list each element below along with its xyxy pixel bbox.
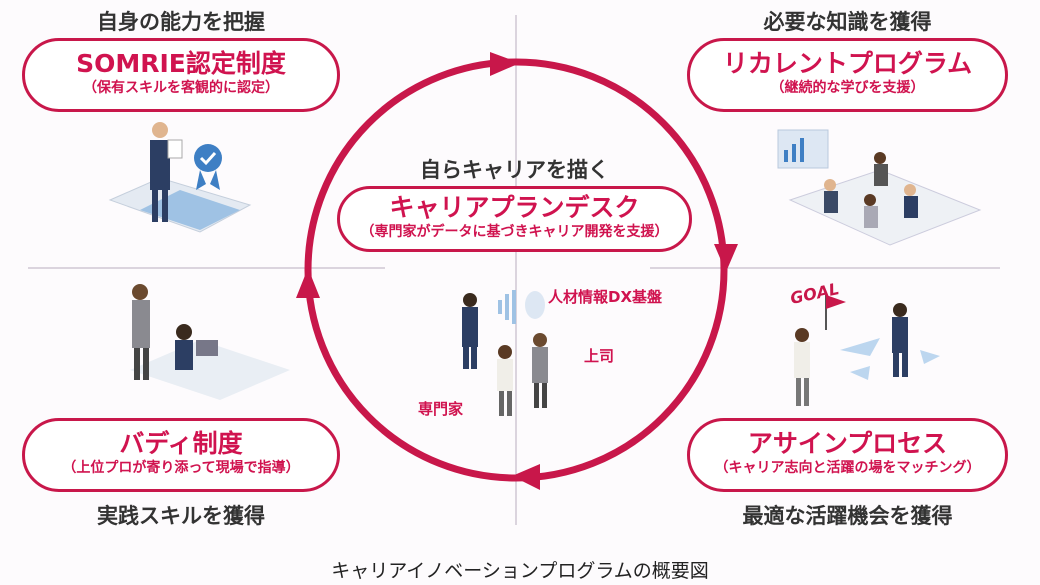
arrow-right-icon [490, 52, 520, 76]
recurrent-subtitle: （継続的な学びを支援） [770, 80, 925, 96]
arrow-up-icon [296, 268, 320, 298]
somrie-illustration [108, 122, 252, 233]
center-illustration [462, 290, 548, 416]
buddy-title: バディ制度 [119, 429, 243, 458]
assign-heading: 最適な活躍機会を獲得 [742, 504, 953, 528]
somrie-heading: 自身の能力を把握 [97, 10, 265, 34]
somrie-pill[interactable]: SOMRIE認定制度 （保有スキルを客観的に認定） [22, 38, 340, 112]
buddy-illustration [130, 284, 290, 400]
expert-label: 専門家 [418, 400, 464, 418]
assign-title: アサインプロセス [747, 429, 948, 458]
buddy-subtitle: （上位プロが寄り添って現場で指導） [62, 460, 300, 476]
boss-label: 上司 [584, 347, 615, 365]
career-desk-subtitle: （専門家がデータに基づきキャリア開発を支援） [360, 224, 669, 240]
career-desk-title: キャリアプランデスク [389, 193, 640, 222]
recurrent-pill[interactable]: リカレントプログラム （継続的な学びを支援） [687, 38, 1008, 112]
assign-illustration [794, 295, 940, 406]
career-desk-pill[interactable]: キャリアプランデスク （専門家がデータに基づきキャリア開発を支援） [337, 186, 692, 252]
arrow-down-icon [714, 244, 738, 272]
somrie-title: SOMRIE認定制度 [76, 49, 286, 78]
figure-caption: キャリアイノベーションプログラムの概要図 [331, 560, 709, 582]
arrow-left-icon [512, 464, 540, 490]
center-heading: 自らキャリアを描く [420, 158, 609, 182]
recurrent-heading: 必要な知識を獲得 [763, 10, 932, 34]
somrie-subtitle: （保有スキルを客観的に認定） [83, 80, 279, 96]
assign-pill[interactable]: アサインプロセス （キャリア志向と活躍の場をマッチング） [687, 418, 1008, 492]
assign-subtitle: （キャリア志向と活躍の場をマッチング） [714, 460, 981, 476]
recurrent-illustration [777, 129, 982, 246]
recurrent-title: リカレントプログラム [722, 49, 973, 78]
platform-label: 人材情報DX基盤 [548, 288, 663, 306]
buddy-heading: 実践スキルを獲得 [97, 504, 265, 528]
buddy-pill[interactable]: バディ制度 （上位プロが寄り添って現場で指導） [22, 418, 340, 492]
